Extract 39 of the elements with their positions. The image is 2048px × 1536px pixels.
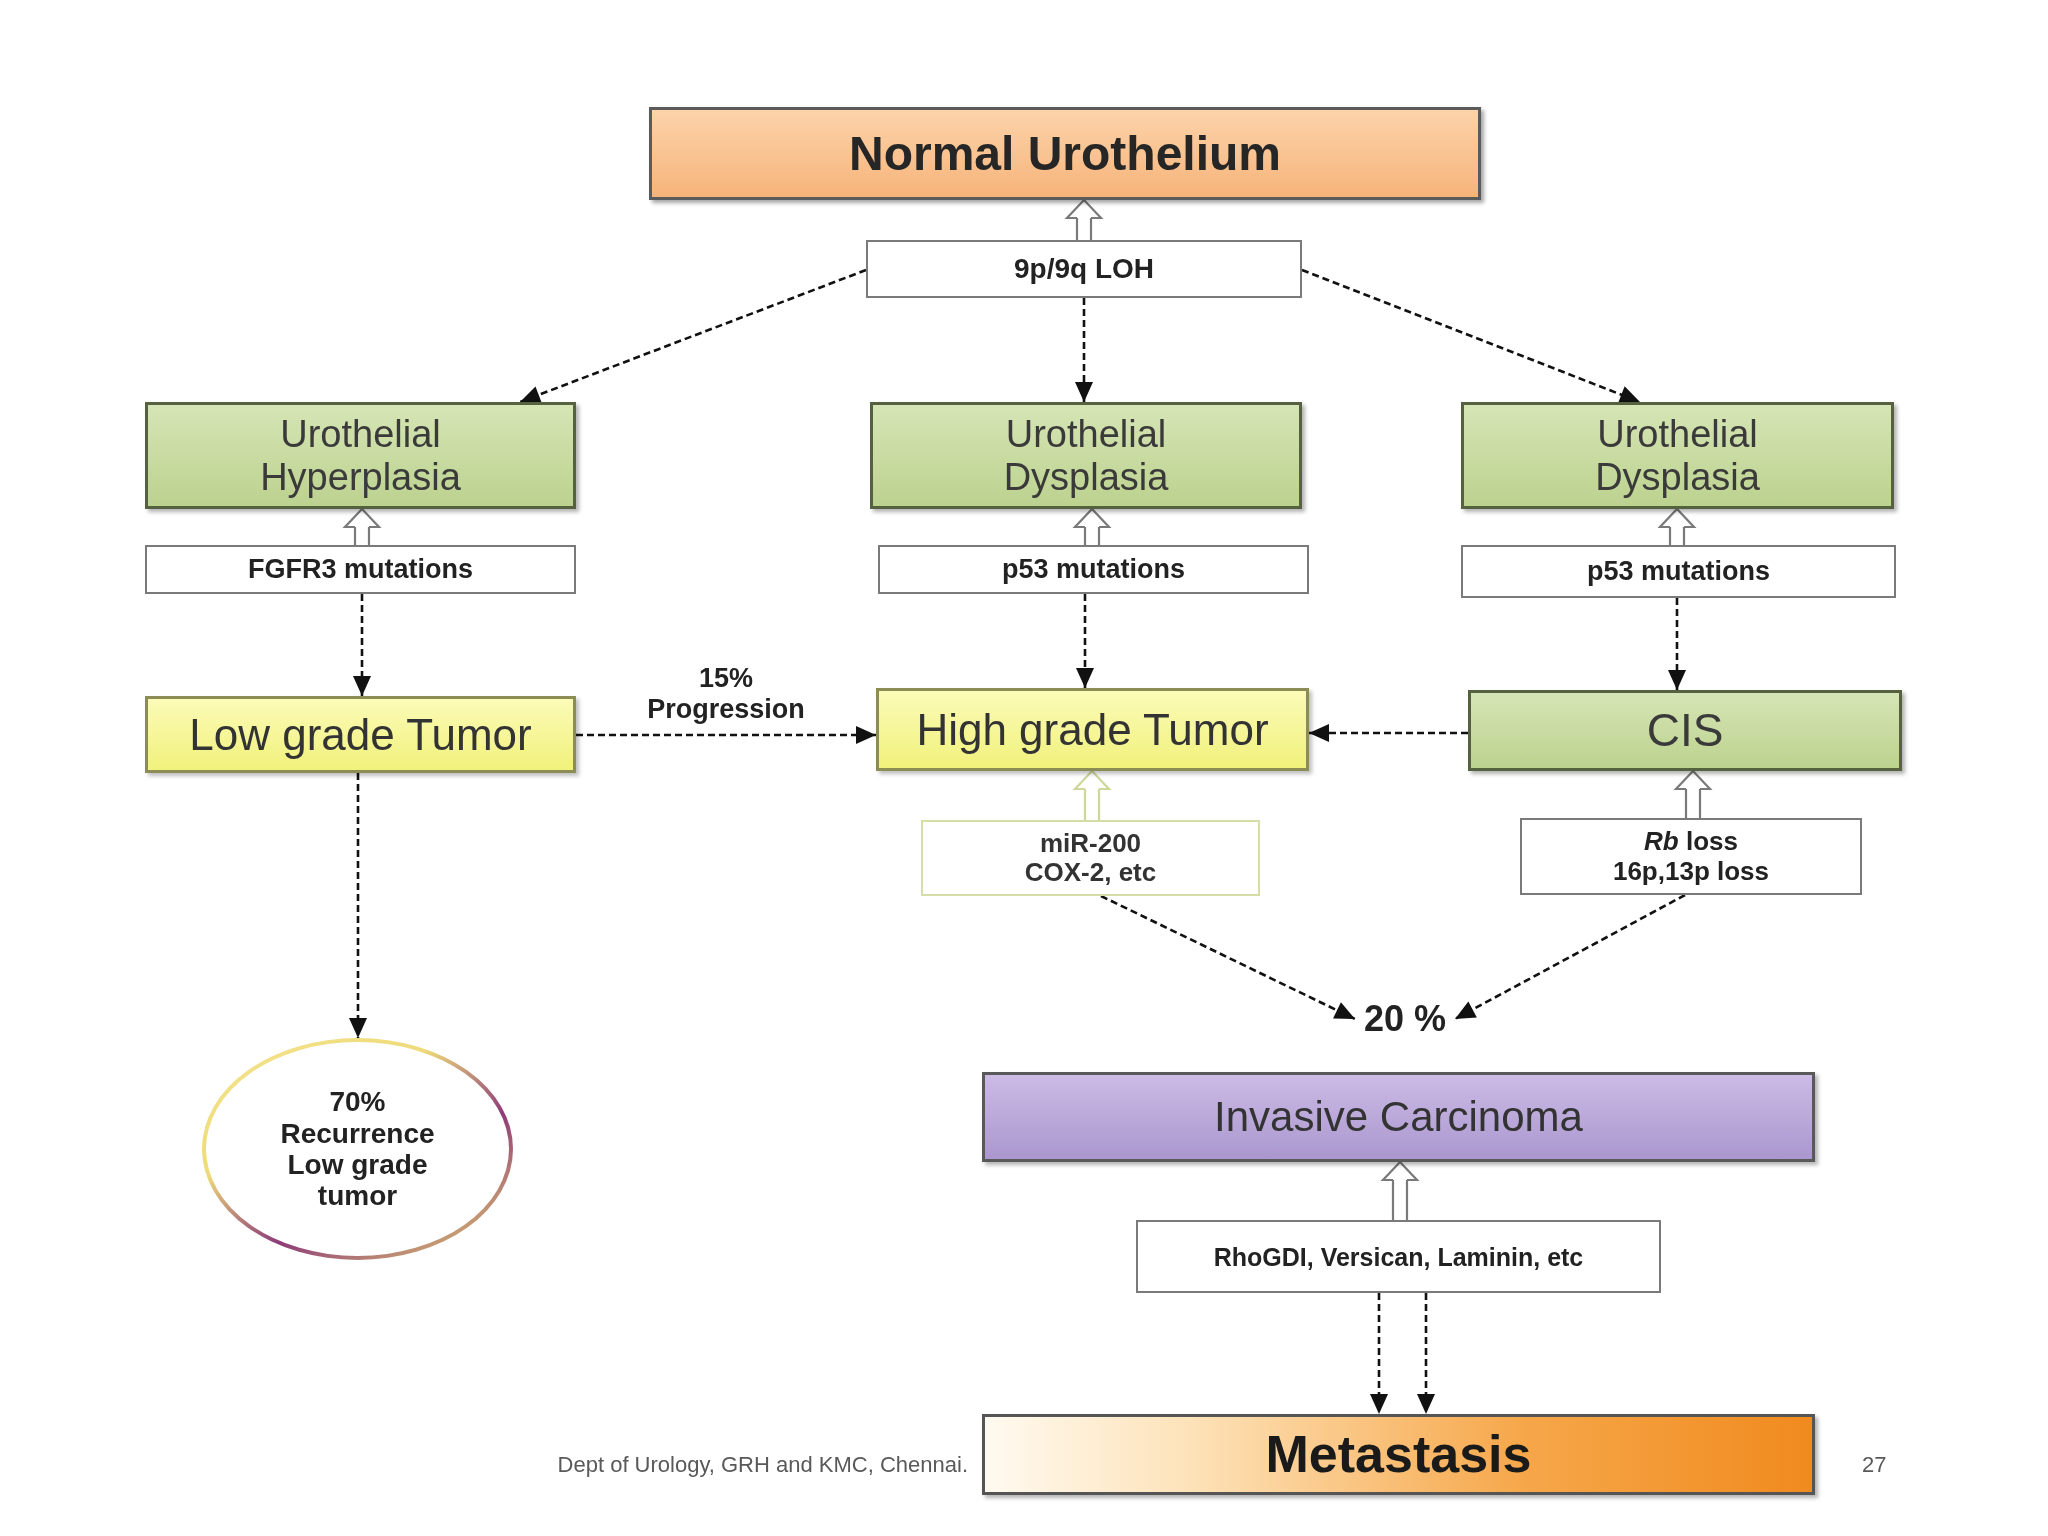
dashed-arrow: [1417, 1293, 1435, 1414]
block-arrow: [1674, 769, 1712, 820]
dashed-arrow: [349, 773, 367, 1038]
label-box: FGFR3 mutations: [145, 545, 576, 594]
label-box: p53 mutations: [1461, 545, 1896, 598]
dashed-arrow: [1370, 1293, 1388, 1414]
label-box: p53 mutations: [878, 545, 1309, 594]
percentage-label: 20 %: [1355, 996, 1455, 1042]
footer-text: Dept of Urology, GRH and KMC, Chennai.: [557, 1452, 968, 1478]
dashed-arrow: [353, 594, 371, 696]
stage-box: Urothelial Hyperplasia: [145, 402, 576, 509]
dashed-arrow: [1668, 598, 1686, 690]
stage-box: Urothelial Dysplasia: [1461, 402, 1894, 509]
label-box: RhoGDI, Versican, Laminin, etc: [1136, 1220, 1661, 1293]
block-arrow: [1065, 198, 1103, 242]
stage-box: High grade Tumor: [876, 688, 1309, 771]
dashed-arrow: [1076, 594, 1094, 688]
block-arrow: [1381, 1160, 1419, 1222]
dashed-arrow: [1075, 298, 1093, 402]
stage-box: CIS: [1468, 690, 1902, 771]
block-arrow: [1658, 507, 1696, 547]
dashed-arrow: [1454, 893, 1686, 1021]
block-arrow: [1073, 507, 1111, 547]
dashed-arrow: [1309, 724, 1468, 742]
dashed-arrow: [1100, 894, 1356, 1021]
label-box: Rb loss 16p,13p loss: [1520, 818, 1862, 895]
dashed-arrow: [1301, 268, 1641, 404]
dashed-arrow: [519, 268, 867, 404]
block-arrow: [343, 507, 381, 547]
dashed-arrow: [576, 726, 876, 744]
stage-box: Invasive Carcinoma: [982, 1072, 1815, 1162]
label-box: 9p/9q LOH: [866, 240, 1302, 298]
stage-box: Normal Urothelium: [649, 107, 1481, 200]
block-arrow: [1073, 769, 1111, 822]
label-box: miR-200 COX-2, etc: [921, 820, 1260, 896]
page-number: 27: [1862, 1452, 1887, 1478]
stage-box: Urothelial Dysplasia: [870, 402, 1302, 509]
stage-box: Metastasis: [982, 1414, 1815, 1495]
stage-box: Low grade Tumor: [145, 696, 576, 773]
